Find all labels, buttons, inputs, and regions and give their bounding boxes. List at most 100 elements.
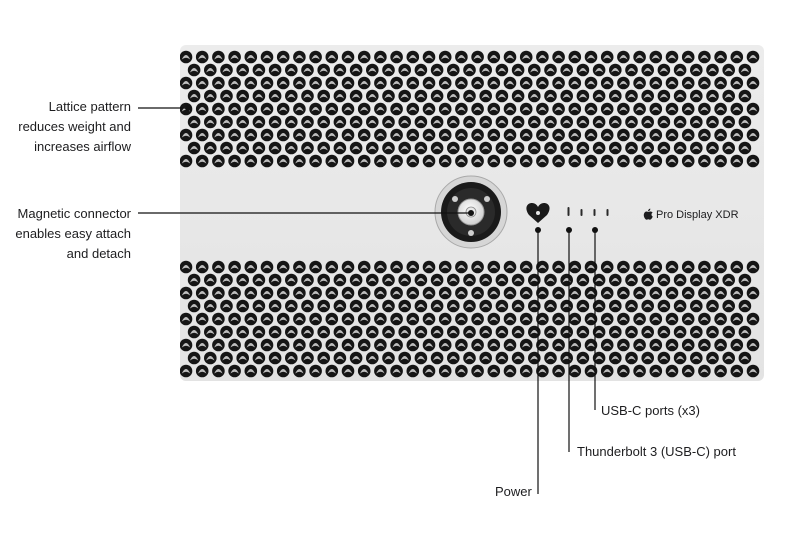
lattice-sphere [684,133,693,138]
lattice-sphere [586,81,596,86]
lattice-sphere [578,304,588,309]
lattice-sphere [400,120,409,125]
lattice-sphere [570,343,579,348]
lattice-sphere [198,343,207,348]
lattice-sphere [530,146,539,151]
lattice-sphere [360,369,369,374]
lattice-sphere [279,369,288,374]
lattice-sphere [675,278,685,283]
lattice-sphere [586,55,596,60]
lattice-sphere [206,146,215,151]
lattice-sphere [287,120,296,125]
lattice-sphere [392,55,401,60]
lattice-sphere [619,317,628,322]
lattice-sphere [554,265,563,270]
lattice-sphere [230,55,239,60]
lattice-sphere [368,304,377,309]
lattice-sphere [659,330,669,335]
lattice-sphere [360,317,369,322]
lattice-sphere [570,159,579,164]
lattice-sphere [279,107,288,112]
lattice-sphere [238,146,247,151]
lattice-sphere [327,343,336,348]
lattice-sphere [724,68,733,73]
lattice-sphere [724,330,733,335]
lattice-sphere [619,291,628,296]
lattice-sphere [287,146,296,151]
lattice-sphere [684,343,693,348]
lattice-sphere [295,291,304,296]
lattice-sphere [643,330,652,335]
lattice-sphere [675,304,685,309]
lattice-sphere [214,369,223,374]
lattice-sphere [254,146,264,151]
lattice-sphere [222,304,231,309]
leader-thunderbolt [566,227,572,452]
lattice-sphere [700,291,709,296]
lattice-sphere [700,265,709,270]
lattice-sphere [522,265,531,270]
lattice-sphere [441,55,450,60]
lattice-sphere [708,330,717,335]
callout-thunderbolt-port: Thunderbolt 3 (USB-C) port [577,442,736,462]
lattice-sphere [586,291,596,296]
lattice-sphere [262,369,272,374]
lattice-sphere [651,159,660,164]
lattice-sphere [343,107,353,112]
lattice-sphere [643,94,652,99]
lattice-sphere [327,81,336,86]
lattice-sphere [262,159,272,164]
lattice-sphere [489,55,498,60]
lattice-sphere [594,356,604,361]
lattice-sphere [554,369,563,374]
lattice-sphere [303,330,312,335]
lattice-sphere [627,278,636,283]
lattice-sphere [732,343,741,348]
lattice-sphere [279,81,288,86]
lattice-sphere [530,304,539,309]
lattice-sphere [473,159,482,164]
lattice-sphere [181,369,191,374]
lattice-sphere [376,369,385,374]
lattice-sphere [700,159,709,164]
lattice-sphere [513,278,523,283]
lattice-sphere [651,343,660,348]
lattice-sphere [554,133,563,138]
lattice-sphere [635,159,644,164]
lattice-sphere [392,291,401,296]
lattice-sphere [408,317,417,322]
lattice-sphere [594,278,604,283]
lattice-sphere [424,317,434,322]
lattice-sphere [449,146,458,151]
lattice-sphere [538,369,547,374]
lattice-sphere [222,330,231,335]
lattice-sphere [700,369,709,374]
lattice-sphere [384,356,393,361]
lattice-sphere [578,356,588,361]
lattice-sphere [432,146,442,151]
lattice-sphere [748,343,758,348]
lattice-sphere [295,159,304,164]
lattice-sphere [319,304,328,309]
lattice-sphere [546,330,555,335]
lattice-sphere [368,330,377,335]
lattice-sphere [279,159,288,164]
lattice-sphere [198,369,207,374]
callout-magnetic-line-3: and detach [66,246,131,261]
lattice-sphere [287,68,296,73]
lattice-sphere [724,304,733,309]
lattice-sphere [230,81,239,86]
lattice-sphere [675,146,685,151]
lattice-sphere [708,68,717,73]
lattice-sphere [206,356,215,361]
lattice-sphere [327,265,336,270]
lattice-sphere [748,133,758,138]
lattice-sphere [748,317,758,322]
lattice-sphere [497,146,507,151]
lattice-sphere [684,317,693,322]
lattice-sphere [254,68,264,73]
lattice-sphere [546,94,555,99]
lattice-sphere [441,317,450,322]
lattice-sphere [546,146,555,151]
lattice-sphere [198,133,207,138]
